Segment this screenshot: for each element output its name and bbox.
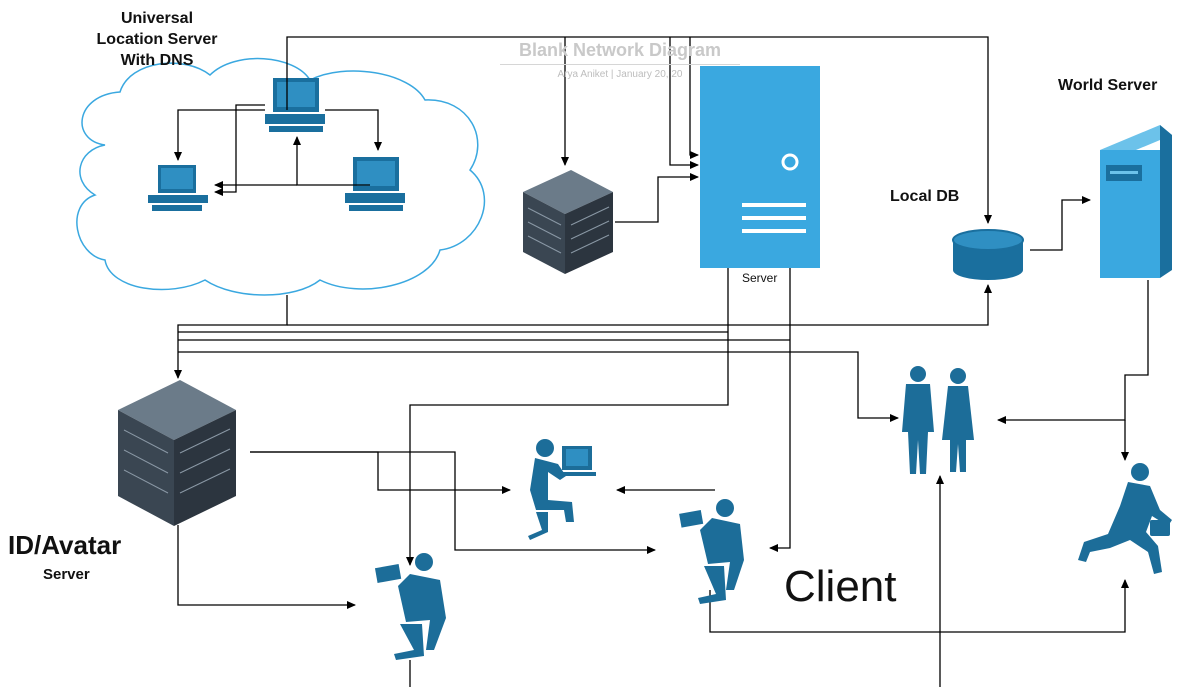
- universal-server-label-line: Universal: [120, 10, 194, 27]
- running-businessman-icon: [1078, 463, 1172, 574]
- id-avatar-sublabel: Server: [43, 566, 90, 583]
- rack-server-icon: [118, 380, 236, 526]
- diagram-meta: Arya Aniket | January 20, 20: [557, 69, 683, 80]
- world-server-label: World Server: [1058, 77, 1158, 94]
- user-with-laptop-icon: [374, 553, 446, 660]
- desktop-computer-icon: [345, 157, 405, 211]
- database-icon: [952, 229, 1024, 280]
- diagram-title-block: Blank Network Diagram Arya Aniket | Janu…: [500, 40, 740, 80]
- client-label: Client: [784, 562, 897, 611]
- id-avatar-label: ID/Avatar: [8, 530, 122, 560]
- server-tower-icon: [700, 66, 820, 268]
- laptop-icon: [148, 165, 208, 211]
- rack-server-icon: [523, 170, 613, 274]
- cloud-connections: [174, 104, 382, 196]
- local-db-label: Local DB: [890, 188, 960, 205]
- universal-server-label-line: With DNS: [120, 52, 194, 69]
- user-with-laptop-icon: [679, 499, 744, 604]
- diagram-title: Blank Network Diagram: [518, 40, 722, 60]
- universal-server-label-line: Location Server: [96, 31, 218, 48]
- universal-server-label: Universal Location Server With DNS: [62, 8, 252, 71]
- server-tower-icon: [1100, 125, 1172, 278]
- connection-lines: [174, 36, 1149, 687]
- server-label: Server: [742, 271, 778, 285]
- business-people-icon: [902, 366, 974, 474]
- title-divider: [500, 64, 740, 65]
- desktop-computer-icon: [265, 78, 325, 132]
- user-at-computer-icon: [528, 439, 596, 540]
- cloud-icon: [76, 57, 486, 296]
